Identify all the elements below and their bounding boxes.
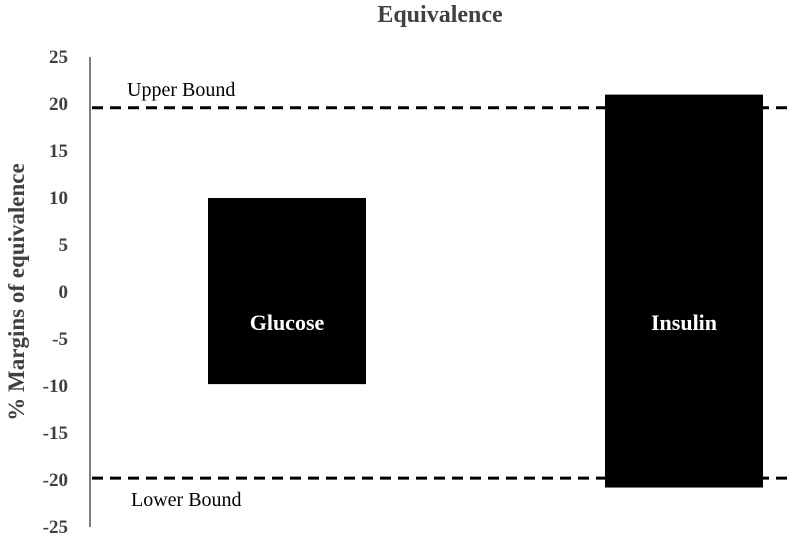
y-tick-label: 20 (49, 94, 68, 115)
bar-label-glucose: Glucose (250, 310, 325, 335)
y-tick-label: 5 (59, 235, 69, 256)
y-tick-label: -15 (43, 423, 68, 444)
upper-bound-label: Upper Bound (127, 79, 235, 101)
y-tick-label: 0 (59, 282, 69, 303)
y-tick-label: -25 (43, 517, 68, 538)
bars: Glucose Insulin (208, 94, 763, 488)
bar-label-insulin: Insulin (651, 310, 717, 335)
chart-title: Equivalence (377, 2, 503, 28)
y-tick-label: 25 (49, 47, 68, 68)
bar-insulin (605, 94, 763, 488)
lower-bound-label: Lower Bound (131, 489, 242, 511)
y-tick-label: 10 (49, 188, 68, 209)
bar-glucose (208, 198, 366, 385)
y-tick-label: 15 (49, 141, 68, 162)
y-tick-label: -20 (43, 470, 68, 491)
y-axis-label: % Margins of equivalence (4, 163, 29, 420)
y-tick-label: -5 (52, 329, 68, 350)
y-tick-label: -10 (43, 376, 68, 397)
y-tick-labels: 25 20 15 10 5 0 -5 -10 -15 -20 -25 (43, 47, 68, 538)
